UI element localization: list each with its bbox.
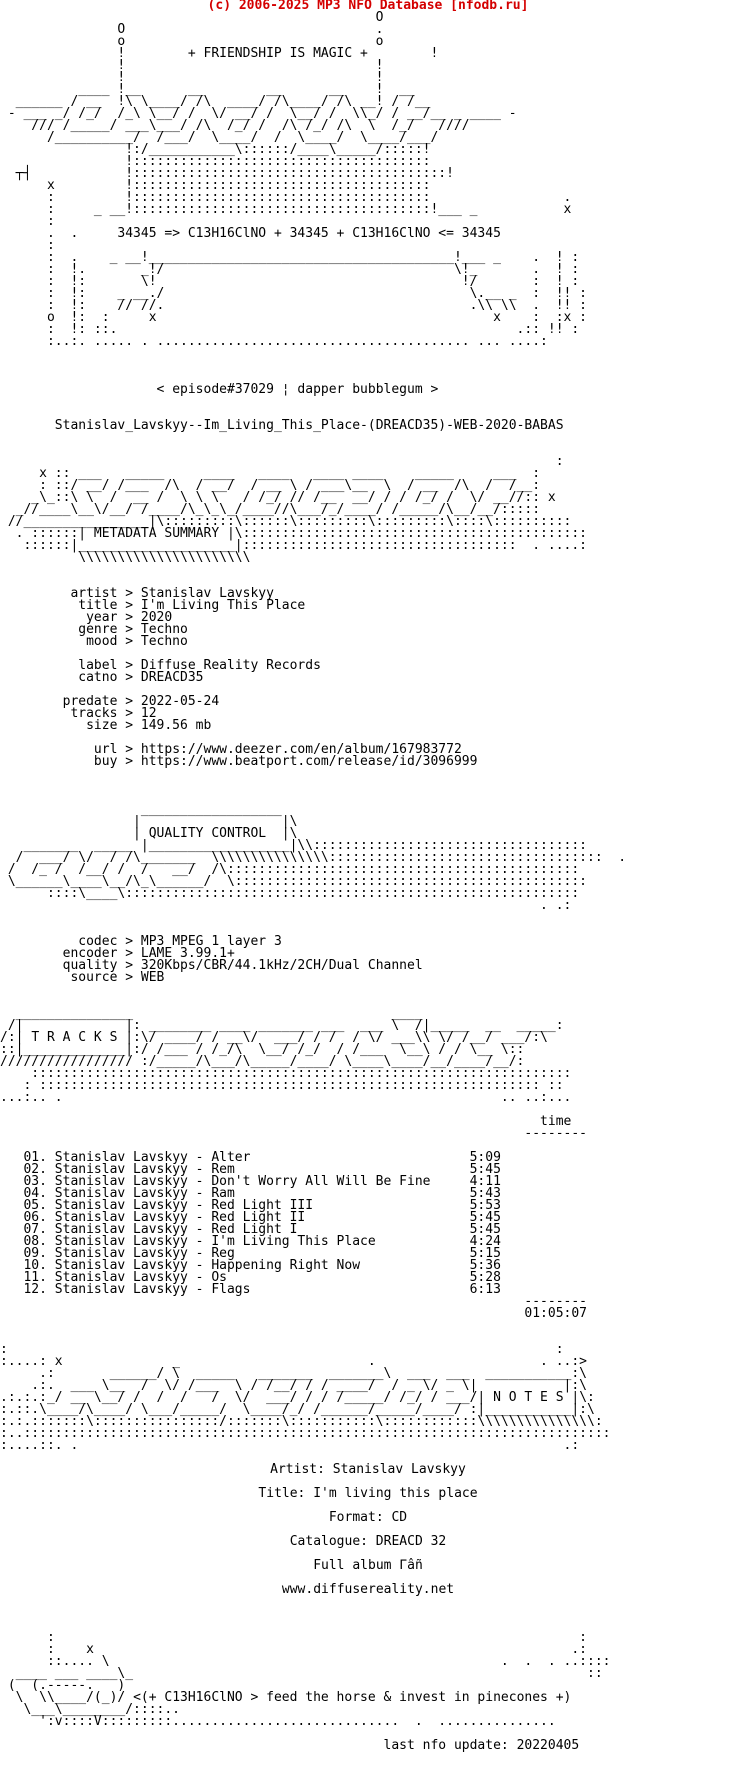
release-dirname: Stanislav_Lavskyy--Im_Living_This_Place-… — [54, 418, 564, 433]
track-row-04: 04. Stanislav Lavskyy - Ram 5:43 — [23, 1186, 501, 1201]
meta-tracks: tracks > 12 — [70, 706, 157, 721]
quality-source: source > WEB — [70, 970, 165, 985]
notes-full-album: Full album Γâñ — [313, 1558, 423, 1573]
meta-buy[interactable]: buy > https://www.beatport.com/release/i… — [93, 754, 478, 769]
section-notes-title: N O T E S — [493, 1390, 564, 1405]
quality-quality: quality > 320Kbps/CBR/44.1kHz/2CH/Dual C… — [62, 958, 423, 973]
meta-genre: genre > Techno — [78, 622, 188, 637]
banner-formula: 34345 => C13H16ClNO + 34345 + C13H16ClNO… — [117, 226, 501, 241]
last-update: last nfo update: 20220405 — [383, 1738, 580, 1753]
meta-catno: catno > DREACD35 — [78, 670, 204, 685]
track-row-09: 09. Stanislav Lavskyy - Reg 5:15 — [23, 1246, 501, 1261]
notes-artist: Artist: Stanislav Lavskyy — [270, 1462, 466, 1477]
meta-size: size > 149.56 mb — [86, 718, 212, 733]
meta-mood: mood > Techno — [86, 634, 188, 649]
nfo-body: O O . o o ! + FRIENDSHIP IS MAGIC + ! ! — [0, 10, 627, 1753]
track-row-01: 01. Stanislav Lavskyy - Alter 5:09 — [23, 1150, 501, 1165]
meta-artist: artist > Stanislav Lavskyy — [70, 586, 274, 601]
notes-format: Format: CD — [328, 1510, 408, 1525]
section-metadata-title: METADATA SUMMARY — [93, 526, 220, 541]
notes-title: Title: I'm living this place — [258, 1486, 478, 1501]
section-tracks-title: T R A C K S — [31, 1030, 118, 1045]
track-row-10: 10. Stanislav Lavskyy - Happening Right … — [23, 1258, 501, 1273]
banner-slogan: + FRIENDSHIP IS MAGIC + — [187, 46, 368, 61]
track-row-05: 05. Stanislav Lavskyy - Red Light III 5:… — [23, 1198, 501, 1213]
meta-year: year > 2020 — [86, 610, 173, 625]
meta-url[interactable]: url > https://www.deezer.com/en/album/16… — [93, 742, 462, 757]
copyright-header[interactable]: (c) 2006-2025 MP3 NFO Database [nfodb.ru… — [207, 0, 529, 13]
track-row-08: 08. Stanislav Lavskyy - I'm Living This … — [23, 1234, 501, 1249]
track-row-06: 06. Stanislav Lavskyy - Red Light II 5:4… — [23, 1210, 501, 1225]
notes-site[interactable]: www.diffusereality.net — [281, 1582, 455, 1597]
footer-slogan: <(+ C13H16ClNO > feed the horse & invest… — [133, 1690, 572, 1705]
section-quality-title: QUALITY CONTROL — [148, 826, 267, 841]
notes-catalogue: Catalogue: DREACD 32 — [289, 1534, 447, 1549]
tracks-total-time: 01:05:07 — [524, 1306, 588, 1321]
track-row-02: 02. Stanislav Lavskyy - Rem 5:45 — [23, 1162, 501, 1177]
track-row-07: 07. Stanislav Lavskyy - Red Light I 5:45 — [23, 1222, 501, 1237]
tracks-time-header: time — [540, 1114, 572, 1129]
quality-codec: codec > MP3 MPEG 1 layer 3 — [78, 934, 282, 949]
track-row-11: 11. Stanislav Lavskyy - Os 5:28 — [23, 1270, 501, 1285]
episode-line: < episode#37029 ¦ dapper bubblegum > — [156, 382, 439, 397]
meta-predate: predate > 2022-05-24 — [62, 694, 220, 709]
track-row-12: 12. Stanislav Lavskyy - Flags 6:13 — [23, 1282, 501, 1297]
track-row-03: 03. Stanislav Lavskyy - Don't Worry All … — [23, 1174, 501, 1189]
quality-encoder: encoder > LAME 3.99.1+ — [62, 946, 235, 961]
meta-title: title > I'm Living This Place — [78, 598, 306, 613]
meta-label: label > Diffuse Reality Records — [78, 658, 321, 673]
